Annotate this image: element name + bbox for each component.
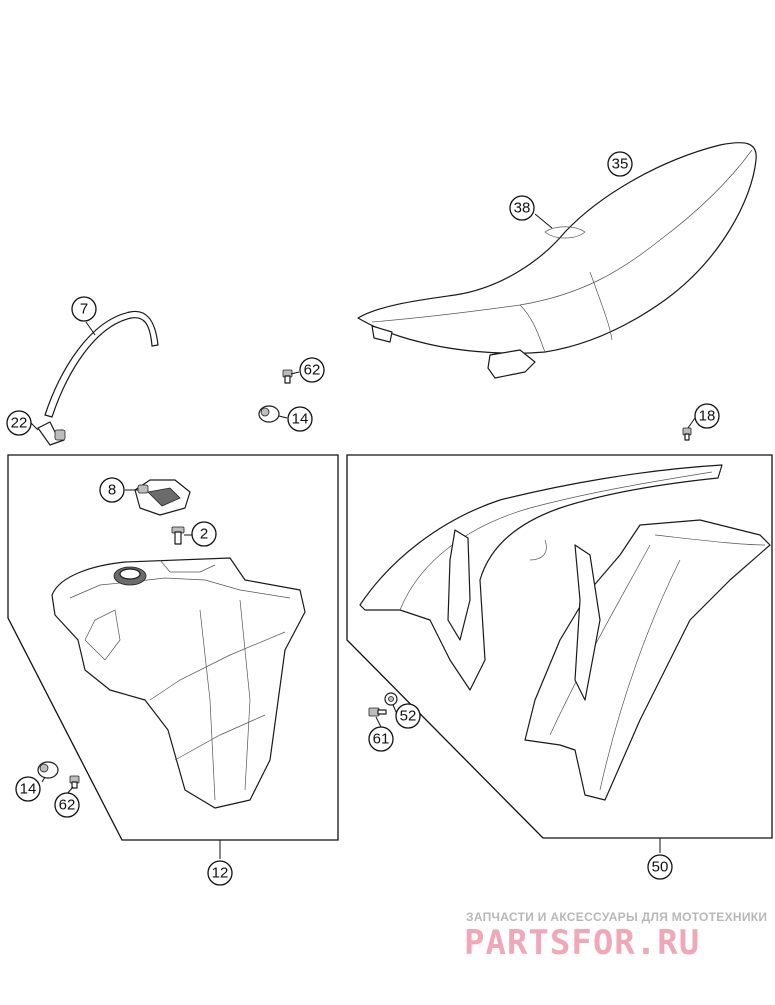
- spacer-14-lower-part: [37, 761, 59, 779]
- callout-52-label: 52: [400, 708, 417, 725]
- callout-14-top: 14: [287, 406, 313, 432]
- callout-8: 8: [99, 477, 125, 503]
- callout-18-label: 18: [699, 408, 716, 425]
- screw-18-part: [682, 427, 692, 441]
- callout-7: 7: [71, 296, 97, 322]
- callout-14-lower: 14: [15, 776, 41, 802]
- callout-52: 52: [395, 703, 421, 729]
- spoiler-left-part: [359, 464, 723, 691]
- callout-38-label: 38: [514, 200, 531, 217]
- callout-62-top-label: 62: [304, 362, 321, 379]
- spacer-14-top-part: [258, 405, 280, 423]
- screw-2-part: [171, 526, 185, 545]
- group-frame-12: [7, 454, 339, 841]
- screw-62-top-part: [282, 369, 293, 384]
- callout-22: 22: [6, 410, 32, 436]
- hose-elbow-part: [37, 421, 66, 446]
- callout-2-label: 2: [200, 526, 208, 543]
- callout-2: 2: [191, 521, 217, 547]
- bolt-61-part: [368, 707, 387, 717]
- spoiler-right-part: [524, 519, 771, 801]
- screw-62-lower-part: [69, 775, 80, 789]
- callout-38: 38: [509, 195, 535, 221]
- callout-62-lower-label: 62: [59, 797, 76, 814]
- vent-hose-part: [44, 310, 159, 418]
- callout-62-top: 62: [299, 357, 325, 383]
- callout-14-top-label: 14: [292, 411, 309, 428]
- callout-12-label: 12: [212, 865, 229, 882]
- callout-12: 12: [207, 860, 233, 886]
- callout-61: 61: [368, 726, 394, 752]
- callout-62-lower: 62: [54, 792, 80, 818]
- fuel-tank-part: [51, 557, 306, 809]
- callout-35: 35: [607, 151, 633, 177]
- callout-14-lower-label: 14: [20, 781, 37, 798]
- callout-50-label: 50: [652, 859, 669, 876]
- callout-61-label: 61: [373, 731, 390, 748]
- group-frame-50: [346, 454, 773, 839]
- callout-8-label: 8: [108, 482, 116, 499]
- seat-part: [357, 142, 757, 379]
- callout-7-label: 7: [80, 301, 88, 318]
- watermark-caption: ЗАПЧАСТИ И АКСЕССУАРЫ ДЛЯ МОТОТЕХНИКИ: [466, 910, 767, 924]
- callout-35-label: 35: [612, 156, 629, 173]
- washer-52-part: [384, 692, 398, 706]
- callout-50: 50: [647, 854, 673, 880]
- fuel-cap-part: [134, 479, 191, 516]
- watermark-logo: PARTSFOR.RU: [464, 923, 700, 963]
- callout-18: 18: [694, 403, 720, 429]
- callout-22-label: 22: [11, 415, 28, 432]
